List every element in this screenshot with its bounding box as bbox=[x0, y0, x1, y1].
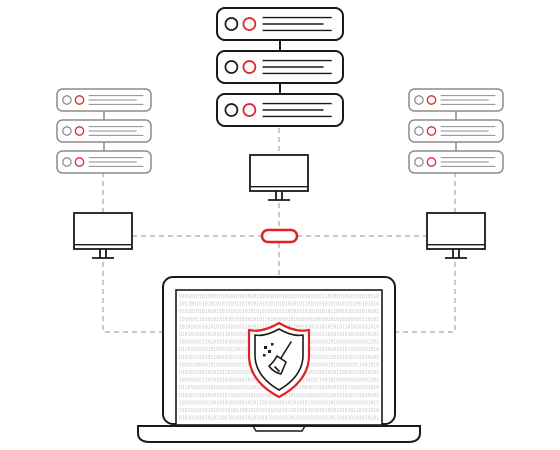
server-led-icon bbox=[414, 157, 424, 167]
left-monitor-icon bbox=[73, 212, 133, 259]
right-server-stack bbox=[408, 88, 504, 174]
server-led-icon bbox=[426, 126, 437, 136]
link-pill-icon bbox=[260, 228, 299, 244]
server-led-icon bbox=[242, 103, 257, 117]
server-led-icon bbox=[426, 157, 437, 167]
right-monitor-icon bbox=[426, 212, 486, 259]
svg-text:010110101010101010101100101010: 0101101010101010101011001010101010101011… bbox=[179, 408, 379, 414]
server-icon bbox=[408, 119, 504, 143]
svg-text:010101010110010101010101010110: 0101010101100101010101010101101010101010… bbox=[179, 294, 379, 300]
sparkle-dots bbox=[263, 343, 274, 357]
left-server-stack bbox=[56, 88, 152, 174]
server-led-icon bbox=[74, 157, 85, 167]
server-led-icon bbox=[224, 60, 239, 74]
server-icon bbox=[216, 93, 344, 127]
center-monitor-icon bbox=[249, 154, 309, 201]
server-icon bbox=[216, 7, 344, 41]
svg-text:010101010101011001010101010101: 0101010101010110010101010101010110101010… bbox=[179, 416, 379, 422]
server-led-icon bbox=[224, 103, 239, 117]
svg-text:101010110101010101010101010101: 1010101101010101010101010101011010101010… bbox=[179, 317, 379, 323]
connection-lines bbox=[102, 128, 456, 333]
server-icon bbox=[408, 88, 504, 112]
server-led-icon bbox=[62, 126, 72, 136]
shield-broom-icon bbox=[247, 321, 311, 399]
svg-text:010101010101011010101010101010: 0101010101010110101010101010101010101101… bbox=[179, 309, 379, 315]
center-server-stack bbox=[216, 7, 344, 127]
server-led-icon bbox=[242, 60, 257, 74]
server-led-icon bbox=[74, 95, 85, 105]
server-icon bbox=[56, 88, 152, 112]
server-icon bbox=[408, 150, 504, 174]
laptop-base bbox=[137, 425, 421, 443]
server-icon bbox=[216, 50, 344, 84]
server-led-icon bbox=[74, 126, 85, 136]
line-right-monitor-to-laptop bbox=[393, 262, 456, 333]
server-led-icon bbox=[426, 95, 437, 105]
server-led-icon bbox=[62, 95, 72, 105]
svg-text:101100101010101010101101010101: 1011001010101010101011010101010101010101… bbox=[179, 302, 379, 308]
shield-inner bbox=[254, 328, 304, 391]
server-led-icon bbox=[414, 126, 424, 136]
server-icon bbox=[56, 150, 152, 174]
server-led-icon bbox=[414, 95, 424, 105]
server-led-icon bbox=[242, 17, 257, 31]
server-led-icon bbox=[224, 17, 239, 31]
svg-text:101010101011010101010101010110: 1010101010110101010101010101100101010101… bbox=[179, 400, 379, 406]
server-led-icon bbox=[62, 157, 72, 167]
line-left-monitor-to-laptop bbox=[102, 262, 165, 333]
laptop-base-notch bbox=[252, 425, 306, 432]
broom-icon bbox=[268, 341, 292, 375]
server-icon bbox=[56, 119, 152, 143]
